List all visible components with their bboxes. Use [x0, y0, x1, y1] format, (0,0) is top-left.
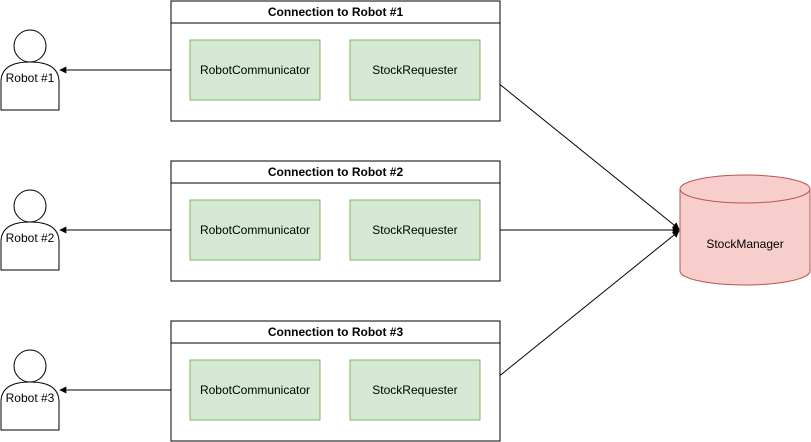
robot-communicator-node[interactable]: RobotCommunicator: [189, 359, 321, 421]
actor-head: [13, 349, 47, 383]
node-label: RobotCommunicator: [200, 383, 310, 397]
robot-label: Robot #3: [6, 391, 55, 405]
group-title: Connection to Robot #1: [268, 5, 404, 19]
robot-label: Robot #1: [6, 71, 55, 85]
edge-requester1-stockmanager: [481, 69, 680, 230]
database-body: [679, 189, 811, 286]
connection-group-3[interactable]: Connection to Robot #3 RobotCommunicator…: [170, 320, 501, 442]
actor-head: [13, 29, 47, 63]
stock-requester-node[interactable]: StockRequester: [349, 199, 481, 261]
database-label: StockManager: [706, 237, 783, 251]
actor-head: [13, 189, 47, 223]
robot-communicator-node[interactable]: RobotCommunicator: [189, 199, 321, 261]
stock-manager-database[interactable]: StockManager: [679, 174, 811, 286]
actor-body: [0, 221, 60, 271]
stock-requester-node[interactable]: StockRequester: [349, 39, 481, 101]
edge-requester3-stockmanager: [481, 230, 680, 391]
node-label: StockRequester: [372, 383, 457, 397]
node-label: StockRequester: [372, 223, 457, 237]
robot-actor-3[interactable]: Robot #3: [0, 349, 60, 431]
actor-body: [0, 381, 60, 431]
robot-actor-2[interactable]: Robot #2: [0, 189, 60, 271]
robot-label: Robot #2: [6, 231, 55, 245]
connection-group-1[interactable]: Connection to Robot #1 RobotCommunicator…: [170, 0, 501, 122]
group-title: Connection to Robot #2: [268, 165, 404, 179]
actor-body: [0, 61, 60, 111]
group-title: Connection to Robot #3: [268, 325, 404, 339]
robot-actor-1[interactable]: Robot #1: [0, 29, 60, 111]
node-label: RobotCommunicator: [200, 63, 310, 77]
node-label: StockRequester: [372, 63, 457, 77]
edges: [59, 66, 680, 394]
node-label: RobotCommunicator: [200, 223, 310, 237]
stock-requester-node[interactable]: StockRequester: [349, 359, 481, 421]
robot-communicator-node[interactable]: RobotCommunicator: [189, 39, 321, 101]
database-top: [679, 174, 811, 204]
connection-group-2[interactable]: Connection to Robot #2 RobotCommunicator…: [170, 160, 501, 282]
